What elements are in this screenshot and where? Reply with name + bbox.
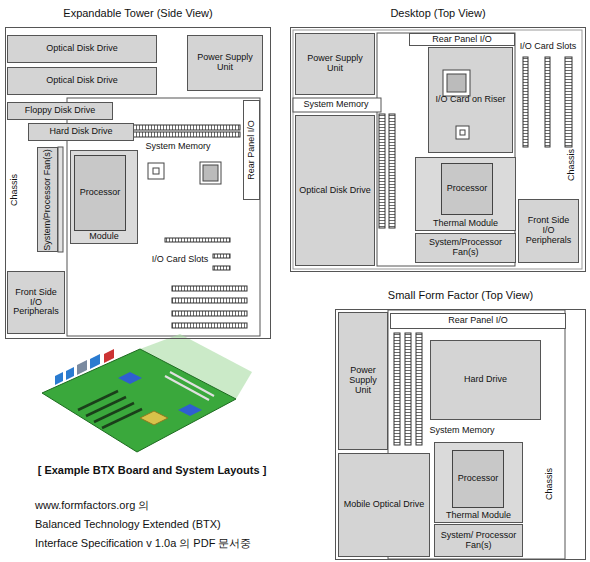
part-label: System/Processor Fan(s) bbox=[43, 149, 53, 251]
part-label: System Memory bbox=[303, 100, 368, 110]
source-note: www.formfactors.org 의 bbox=[35, 499, 149, 511]
panel-title: Desktop (Top View) bbox=[291, 7, 585, 19]
part-label: Chassis bbox=[10, 174, 20, 206]
part-label: Optical Disk Drive bbox=[299, 186, 371, 196]
chip bbox=[443, 70, 470, 96]
chip bbox=[456, 126, 469, 139]
riser-card-box: I/O Card on Riser bbox=[428, 47, 513, 153]
source-note: Interface Specification v 1.0a 의 PDF 문서중 bbox=[35, 537, 251, 549]
part-label: Processor bbox=[80, 188, 121, 198]
processor-box: Processor bbox=[452, 450, 504, 508]
card-slot bbox=[172, 298, 247, 303]
card-slot bbox=[165, 238, 230, 242]
card-slot bbox=[545, 57, 550, 147]
chip bbox=[200, 162, 221, 184]
memory-slot bbox=[405, 333, 411, 445]
figure-caption: [ Example BTX Board and System Layouts ] bbox=[38, 464, 267, 476]
memory-slot bbox=[416, 333, 422, 445]
component-box: System/ Processor Fan(s) bbox=[434, 524, 523, 557]
board-illustration bbox=[42, 334, 252, 452]
memory-slot bbox=[128, 125, 240, 130]
component-box: Power Supply Unit bbox=[187, 35, 263, 91]
part-label: Power Supply Unit bbox=[341, 366, 385, 396]
part-label: Power Supply Unit bbox=[298, 54, 372, 74]
component-box: Front Side I/O Peripherals bbox=[518, 199, 579, 263]
part-label: Optical Disk Drive bbox=[46, 44, 118, 54]
memory-slot bbox=[389, 114, 395, 228]
component-box: Power Supply Unit bbox=[338, 312, 388, 450]
component-box: System/Processor Fan(s) bbox=[37, 147, 58, 252]
part-label: Hard Drive bbox=[464, 375, 507, 385]
part-label: System Memory bbox=[145, 142, 210, 152]
part-label: Optical Disk Drive bbox=[46, 76, 118, 86]
part-label: I/O Card Slots bbox=[152, 255, 209, 265]
part-label: System/Processor Fan(s) bbox=[418, 238, 513, 258]
component-box: Front Side I/O Peripherals bbox=[7, 271, 65, 334]
part-label: Processor bbox=[458, 474, 499, 484]
card-slot bbox=[213, 266, 230, 270]
card-slot bbox=[523, 57, 528, 147]
chip bbox=[148, 163, 164, 179]
part-label: Thermal Module bbox=[433, 219, 498, 229]
part-label: Power Supply Unit bbox=[190, 53, 260, 73]
component-box: Power Supply Unit bbox=[295, 33, 375, 95]
riser-card-fill bbox=[428, 47, 513, 153]
panel-title: Small Form Factor (Top View) bbox=[336, 289, 585, 301]
board-outline bbox=[377, 33, 515, 266]
chip bbox=[153, 168, 159, 174]
part-label: Chassis bbox=[545, 468, 555, 500]
component-box: Mobile Optical Drive bbox=[338, 453, 430, 557]
processor-box: Processor bbox=[74, 155, 126, 231]
component-box: Hard Drive bbox=[430, 340, 541, 420]
part-label: Hard Disk Drive bbox=[49, 127, 112, 137]
chip bbox=[460, 130, 465, 135]
card-slot bbox=[172, 311, 247, 316]
chip bbox=[203, 165, 218, 181]
source-note: Balanced Technology Extended (BTX) bbox=[35, 518, 221, 530]
io-box: Rear Panel I/O bbox=[390, 313, 566, 329]
part-label: System Memory bbox=[429, 426, 494, 436]
thermal-module-box: Thermal Module Processor bbox=[415, 157, 516, 231]
layout-panel: Expandable Tower (Side View)Optical Disk… bbox=[5, 27, 271, 339]
layout-panel: Desktop (Top View)Power Supply UnitRear … bbox=[290, 27, 586, 272]
component-box: Optical Disk Drive bbox=[7, 35, 157, 63]
card-slot bbox=[565, 57, 572, 147]
part-label: Rear Panel I/O bbox=[432, 35, 492, 45]
memory-slot bbox=[394, 333, 400, 445]
part-label: Front Side I/O Peripherals bbox=[10, 288, 62, 318]
part-label: Mobile Optical Drive bbox=[344, 500, 425, 510]
chassis-inner bbox=[293, 30, 582, 269]
component-box: Optical Disk Drive bbox=[7, 67, 157, 95]
part-label: I/O Card on Riser bbox=[435, 95, 505, 105]
memory-slot bbox=[128, 132, 240, 137]
io-box: Rear Panel I/O bbox=[243, 100, 260, 200]
part-label: System/ Processor Fan(s) bbox=[437, 531, 520, 551]
card-slot bbox=[172, 286, 247, 291]
chip bbox=[447, 74, 466, 92]
part-label: Floppy Disk Drive bbox=[25, 106, 96, 116]
processor-box: Processor bbox=[441, 163, 493, 215]
io-box: Rear Panel I/O bbox=[409, 33, 515, 46]
fan-edge bbox=[58, 147, 63, 252]
part-label: Rear Panel I/O bbox=[448, 316, 508, 326]
part-label: I/O Card Slots bbox=[520, 42, 577, 52]
part-label: Rear Panel I/O bbox=[247, 120, 257, 180]
card-slot bbox=[213, 254, 230, 258]
memory-slot bbox=[379, 114, 385, 228]
component-box: Floppy Disk Drive bbox=[7, 102, 113, 120]
component-box: Optical Disk Drive bbox=[295, 115, 375, 266]
component-box: Hard Disk Drive bbox=[28, 123, 134, 141]
component-box: System/Processor Fan(s) bbox=[415, 233, 516, 263]
part-label: Thermal Module bbox=[446, 511, 511, 521]
part-label: Front Side I/O Peripherals bbox=[521, 216, 576, 246]
thermal-module-box: Thermal Module Processor bbox=[434, 442, 523, 523]
memory-band bbox=[293, 98, 381, 112]
card-slot bbox=[172, 323, 247, 328]
thermal-module-box: Thermal ModuleProcessor bbox=[70, 150, 138, 244]
part-label: Processor bbox=[447, 184, 488, 194]
part-label: Chassis bbox=[567, 149, 577, 181]
panel-title: Expandable Tower (Side View) bbox=[6, 7, 270, 19]
